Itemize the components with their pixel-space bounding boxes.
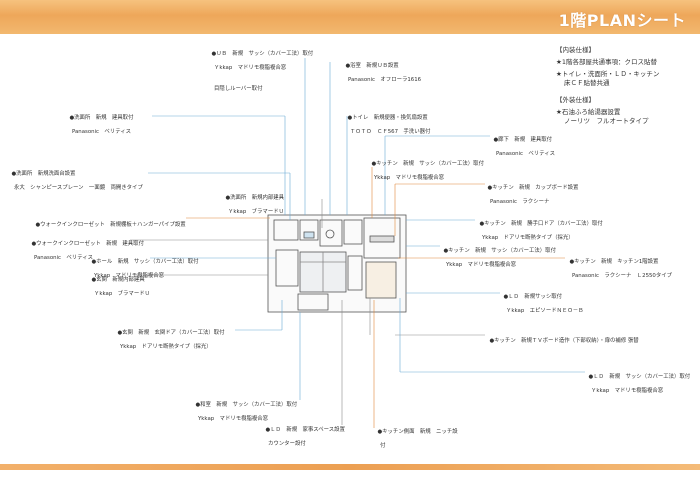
- label-toilet: ●トイレ 新規便器・換気扇設置 ＴＯＴＯ ＣＦ567 手洗い器付: [347, 115, 431, 135]
- label-wic-shelf: ●ウォークインクローゼット 新規棚板＋ハンガーパイプ設置: [35, 222, 186, 228]
- label-hall-door: ●廊下 新規 建具取付 Panasonic ベリティス: [493, 137, 556, 157]
- label-kitchen-system: ●キッチン 新規 キッチン1階設置 Panasonic ラクシーナ Ｌ2550タ…: [569, 259, 673, 279]
- interior-spec-item: 床ＣＦ貼替共通: [564, 79, 610, 87]
- label-kitchen-sash-1: ●キッチン 新規 サッシ（カバー工法）取付 Ykkap マドリモ樹脂複合窓: [371, 161, 484, 181]
- label-kitchen-tv-board: ●キッチン 新規ＴＶボード造作（下部収納）・扉の補修 張替: [489, 338, 639, 344]
- exterior-spec-heading: 【外装仕様】: [556, 96, 595, 104]
- header-banner: 1階PLANシート: [0, 0, 700, 34]
- label-ld-desk: ●ＬＤ 新規 家事スペース設置 カウンター設付: [265, 427, 345, 447]
- exterior-spec-item: ノーリツ フルオートタイプ: [564, 117, 649, 125]
- interior-spec-heading: 【内装仕様】: [556, 46, 595, 54]
- floor-plan: [267, 214, 407, 313]
- footer-bar: [0, 464, 700, 470]
- label-senmen-door: ●洗面所 新規 建具取付 Panasonic ベリティス: [69, 115, 134, 135]
- label-entry-inner-door: ●玄関 新規内部建具 Ｙkkap ブラマードＵ: [91, 277, 150, 297]
- label-senmen-inner-door: ●洗面所 新規内部建具 Ｙkkap ブラマードＵ: [225, 195, 285, 215]
- label-kitchen-cupboard: ●キッチン 新規 カップボード設置 Panasonic ラクシーナ: [487, 185, 579, 205]
- label-ld-sash-1: ●ＬＤ 新規サッシ取付 Ｙkkap エピソードＮＥＯ－Ｂ: [503, 294, 584, 314]
- label-ld-sash-2: ●ＬＤ 新規 サッシ（カバー工法）取付 Ｙkkap マドリモ樹脂複合窓: [588, 374, 691, 394]
- label-entry-main-door: ●玄関 新規 玄関ドア（カバー工法）取付 Ykkap ドアリモ断熱タイプ（採光）: [117, 330, 225, 350]
- label-washitsu-sash: ●和室 新規 サッシ（カバー工法）取付 Ykkap マドリモ樹脂複合窓: [195, 402, 298, 422]
- label-ub-sash: ●ＵＢ 新規 サッシ（カバー工法）取付 Ｙkkap マドリモ樹脂複合窓 目隠しル…: [211, 51, 314, 92]
- label-kitchen-niche: ●キッチン側面 新規 ニッチ設 付: [377, 429, 458, 449]
- label-hall-sash: ●ホール 新規 サッシ（カバー工法）取付 Ykkap マドリモ樹脂複合窓: [91, 259, 199, 279]
- page-title: 1階PLANシート: [558, 11, 686, 30]
- interior-spec-item: ★トイレ・洗面所・ＬＤ・キッチン: [556, 70, 660, 78]
- label-senmen-vanity: ●洗面所 新規洗面台設置 永大 シャンピースプレーン 一面鏡 両開きタイプ: [11, 171, 143, 191]
- interior-spec-item: ★1階各部屋共通事項：クロス貼替: [556, 58, 657, 66]
- label-kitchen-back-door: ●キッチン 新規 勝手口ドア（カバー工法）取付 Ykkap ドアリモ断熱タイプ（…: [479, 221, 603, 241]
- label-bath-ub: ●浴室 新規ＵＢ設置 Panasonic オフローラ1616: [345, 63, 422, 83]
- exterior-spec-item: ★石油ふろ給湯器設置: [556, 108, 621, 116]
- label-kitchen-sash-2: ●キッチン 新規 サッシ（カバー工法）取付 Ykkap マドリモ樹脂複合窓: [443, 248, 556, 268]
- label-wic-door: ●ウォークインクローゼット 新規 建具取付 Panasonic ベリティス: [31, 241, 144, 261]
